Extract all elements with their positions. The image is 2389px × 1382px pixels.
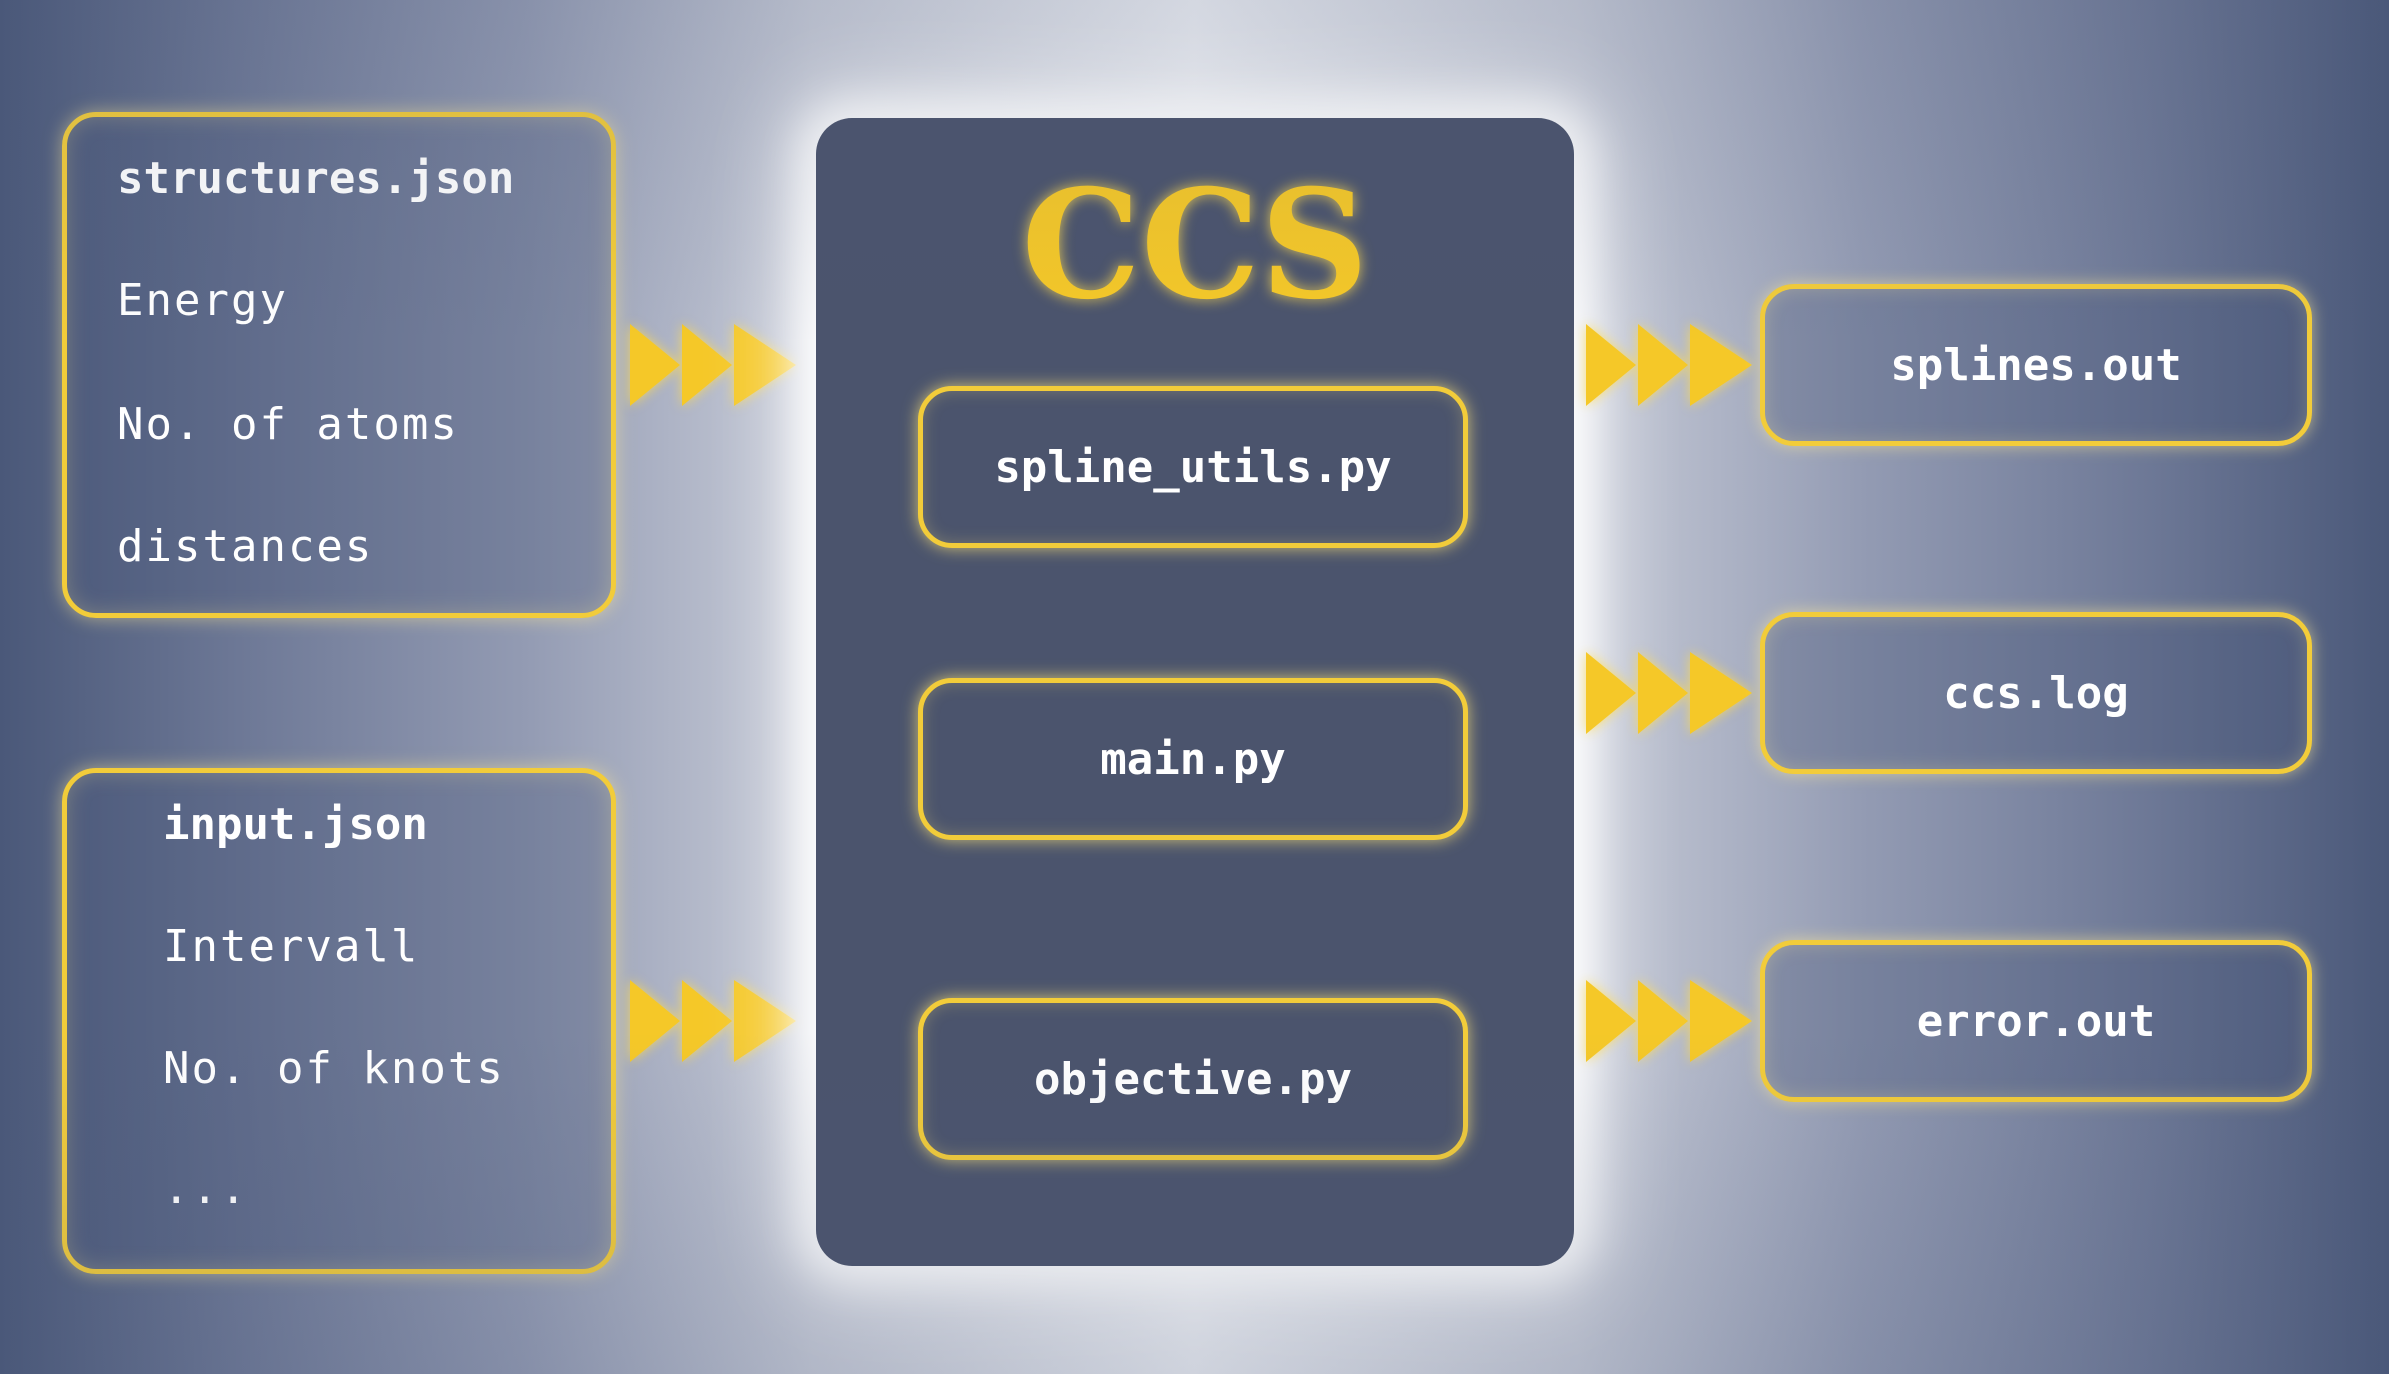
input-title-structures: structures.json <box>117 153 515 204</box>
arrow-output-3 <box>1586 980 1756 1062</box>
arrow-output-2 <box>1586 652 1756 734</box>
ccs-title: CCS <box>1021 157 1369 333</box>
module-main: main.py <box>918 678 1468 840</box>
arrow-input-2 <box>630 980 800 1062</box>
module-objective: objective.py <box>918 998 1468 1160</box>
module-label-main: main.py <box>1100 733 1286 785</box>
module-spline-utils: spline_utils.py <box>918 386 1468 548</box>
output-label-splines: splines.out <box>1890 339 2182 391</box>
input-item-atoms: No. of atoms <box>117 399 459 450</box>
input-item-knots: No. of knots <box>163 1043 505 1094</box>
output-label-log: ccs.log <box>1943 667 2129 719</box>
input-item-energy: Energy <box>117 275 288 326</box>
ccs-panel: CCS spline_utils.py main.py objective.py <box>816 118 1574 1266</box>
arrow-input-1 <box>630 324 800 406</box>
output-box-error: error.out <box>1760 940 2312 1102</box>
module-label-spline-utils: spline_utils.py <box>994 441 1392 493</box>
input-box-structures: structures.json Energy No. of atoms dist… <box>62 112 616 618</box>
module-label-objective: objective.py <box>1034 1053 1352 1105</box>
output-box-log: ccs.log <box>1760 612 2312 774</box>
output-label-error: error.out <box>1916 995 2156 1047</box>
input-box-input: input.json Intervall No. of knots ... <box>62 768 616 1274</box>
arrow-output-1 <box>1586 324 1756 406</box>
input-item-distances: distances <box>117 521 374 572</box>
output-box-splines: splines.out <box>1760 284 2312 446</box>
input-item-intervall: Intervall <box>163 921 420 972</box>
input-item-ellipsis: ... <box>163 1163 249 1214</box>
input-title-input: input.json <box>163 799 428 850</box>
